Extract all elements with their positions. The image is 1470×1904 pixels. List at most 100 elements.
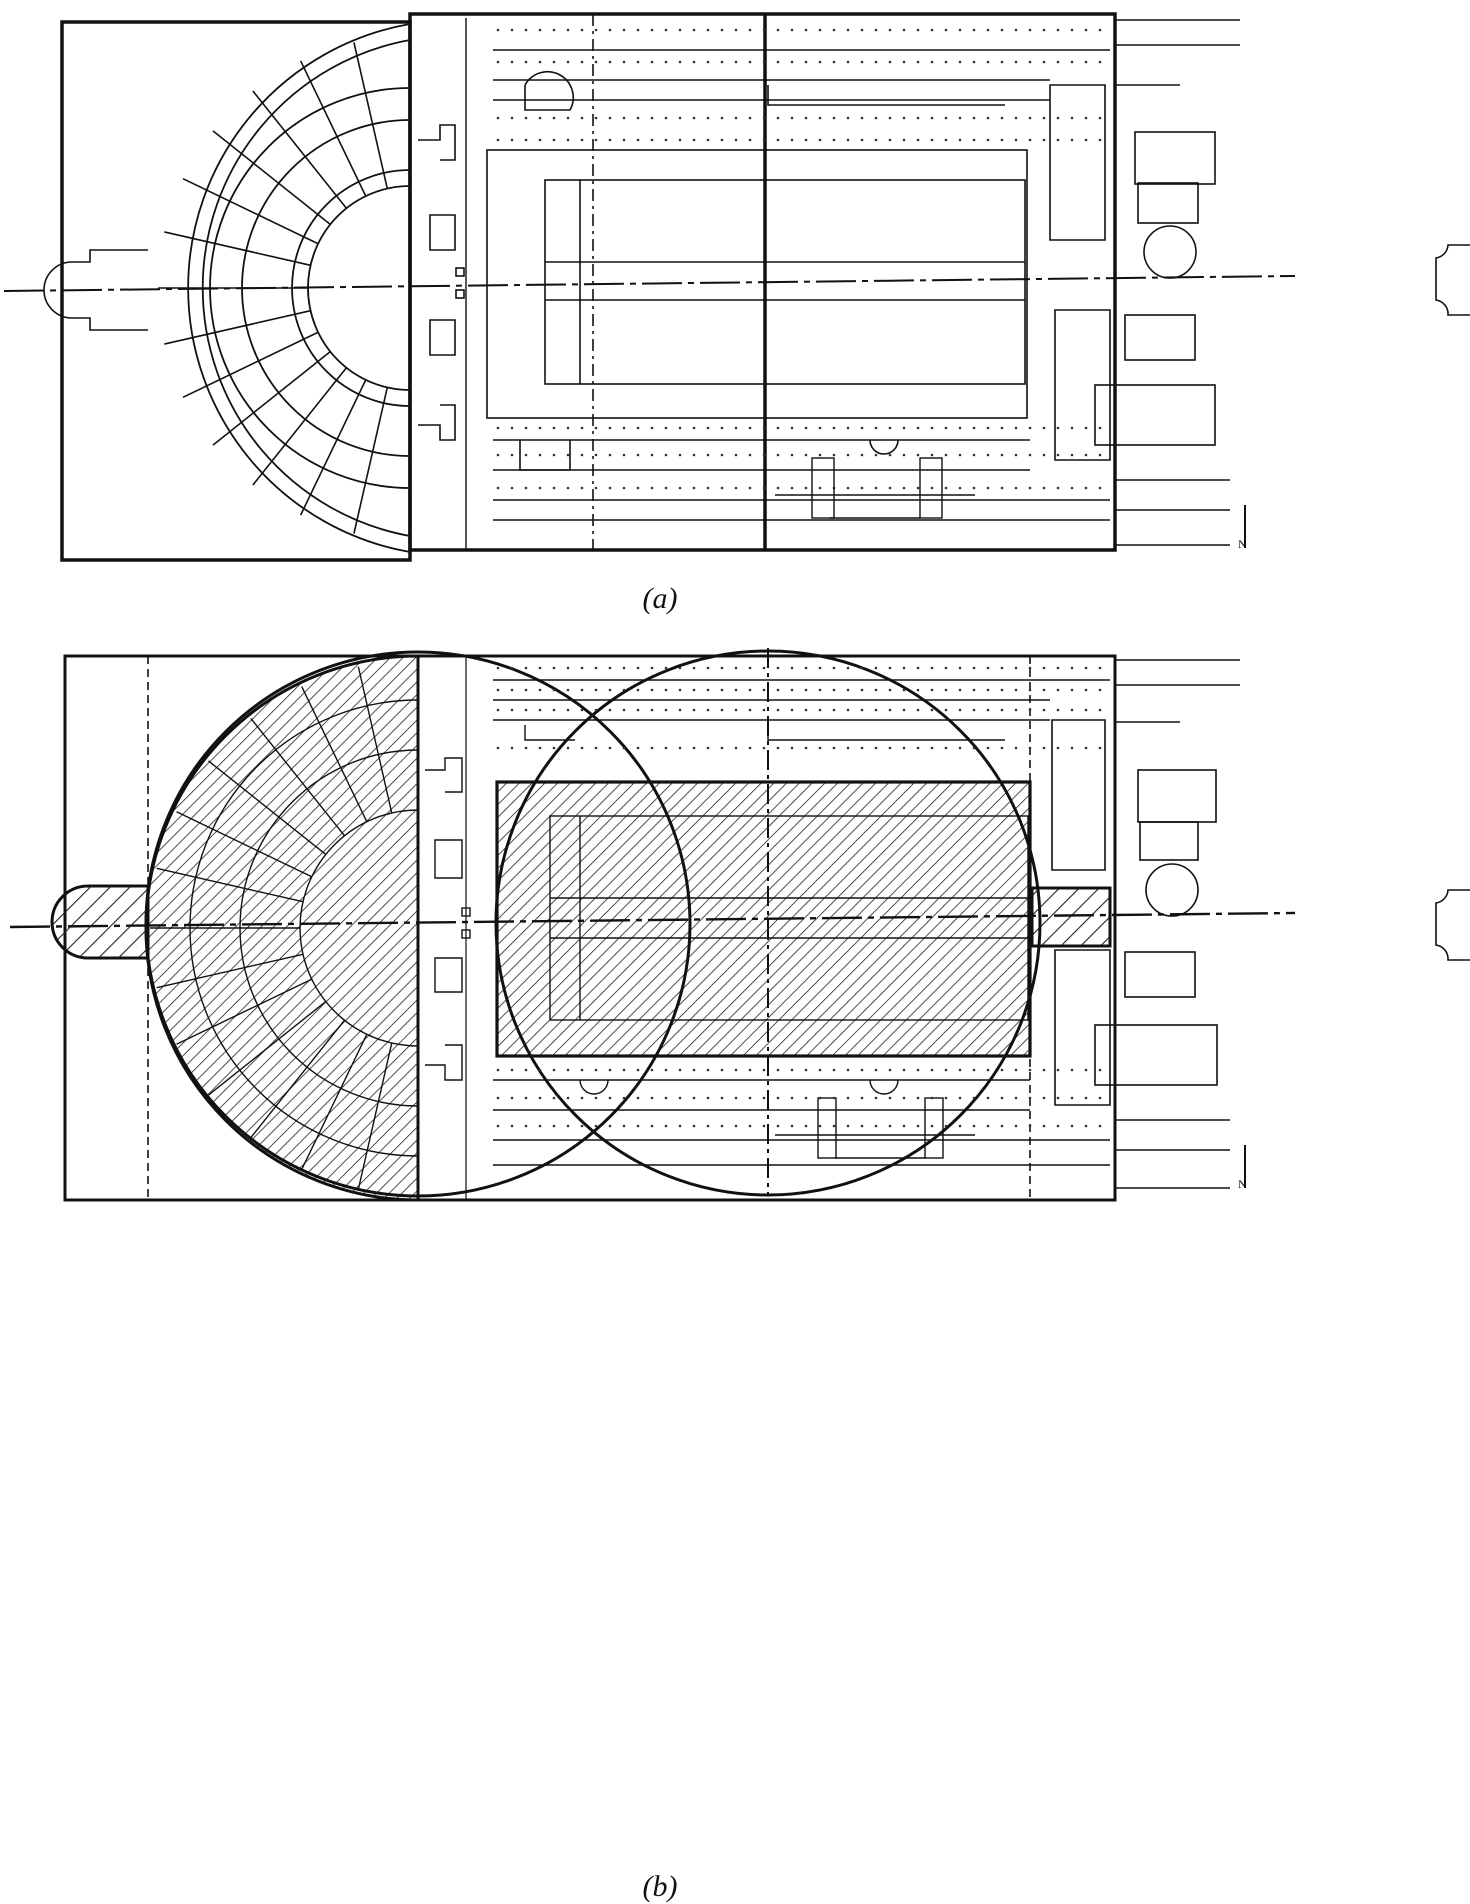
colonnade-dot: [748, 666, 752, 670]
colonnade-dot: [1028, 486, 1032, 490]
colonnade-dot: [650, 28, 654, 32]
colonnade-dot: [1000, 746, 1004, 750]
colonnade-dot: [804, 138, 808, 142]
colonnade-dot: [1098, 1068, 1102, 1072]
colonnade-dot: [776, 28, 780, 32]
colonnade-dot: [636, 708, 640, 712]
colonnade-dot: [1028, 116, 1032, 120]
colonnade-dot: [1000, 138, 1004, 142]
colonnade-dot: [538, 1096, 542, 1100]
colonnade-dot: [972, 426, 976, 430]
colonnade-dot: [664, 1068, 668, 1072]
colonnade-dot: [832, 60, 836, 64]
colonnade-dot: [1042, 708, 1046, 712]
colonnade-dot: [1028, 453, 1032, 457]
colonnade-dot: [860, 28, 864, 32]
colonnade-dot: [944, 1124, 948, 1128]
colonnade-dot: [832, 746, 836, 750]
colonnade-dot: [1014, 688, 1018, 692]
colonnade-dot: [832, 453, 836, 457]
colonnade-dot: [804, 60, 808, 64]
colonnade-dot: [1070, 666, 1074, 670]
colonnade-dot: [510, 708, 514, 712]
colonnade-dot: [832, 708, 836, 712]
colonnade-dot: [580, 426, 584, 430]
colonnade-dot: [944, 138, 948, 142]
colonnade-dot: [678, 666, 682, 670]
colonnade-dot: [888, 1068, 892, 1072]
colonnade-dot: [1042, 1068, 1046, 1072]
colonnade-dot: [902, 666, 906, 670]
colonnade-dot: [510, 426, 514, 430]
colonnade-dot: [664, 486, 668, 490]
colonnade-dot: [1084, 666, 1088, 670]
colonnade-dot: [762, 28, 766, 32]
colonnade-dot: [664, 1124, 668, 1128]
colonnade-dot: [1042, 1096, 1046, 1100]
colonnade-dot: [608, 486, 612, 490]
colonnade-dot: [692, 28, 696, 32]
colonnade-dot: [664, 746, 668, 750]
colonnade-dot: [818, 486, 822, 490]
colonnade-dot: [846, 60, 850, 64]
colonnade-dot: [1084, 138, 1088, 142]
colonnade-dot: [594, 486, 598, 490]
colonnade-dot: [1084, 60, 1088, 64]
colonnade-dot: [720, 486, 724, 490]
hemicycle-rib: [301, 1034, 368, 1170]
colonnade-dot: [972, 746, 976, 750]
colonnade-dot: [538, 60, 542, 64]
colonnade-dot: [762, 486, 766, 490]
colonnade-dot: [594, 138, 598, 142]
colonnade-dot: [888, 453, 892, 457]
colonnade-dot: [916, 1068, 920, 1072]
colonnade-dot: [958, 688, 962, 692]
colonnade-dot: [566, 486, 570, 490]
colonnade-dot: [566, 708, 570, 712]
colonnade-dot: [608, 116, 612, 120]
colonnade-dot: [664, 666, 668, 670]
colonnade-dot: [762, 688, 766, 692]
central-axis: [3, 275, 1296, 292]
colonnade-dot: [538, 116, 542, 120]
circle-east: [494, 649, 1042, 1197]
colonnade-dot: [510, 666, 514, 670]
colonnade-dot: [832, 1068, 836, 1072]
colonnade-dot: [538, 1068, 542, 1072]
colonnade-dot: [790, 138, 794, 142]
colonnade-dot: [832, 28, 836, 32]
colonnade-dot: [566, 688, 570, 692]
colonnade-dot: [678, 486, 682, 490]
caption-a: (a): [642, 582, 678, 615]
colonnade-dot: [664, 1096, 668, 1100]
colonnade-dot: [734, 688, 738, 692]
colonnade-dot: [650, 426, 654, 430]
colonnade-dot: [776, 1068, 780, 1072]
colonnade-dot: [944, 426, 948, 430]
hemicycle-rib: [353, 387, 389, 534]
colonnade-dot: [930, 1124, 934, 1128]
colonnade-dot: [594, 688, 598, 692]
colonnade-dot: [552, 1096, 556, 1100]
colonnade-dot: [692, 746, 696, 750]
colonnade-dot: [790, 1124, 794, 1128]
colonnade-dot: [734, 1124, 738, 1128]
colonnade-dot: [762, 1124, 766, 1128]
colonnade-dot: [1000, 1068, 1004, 1072]
basilica-a: [486, 49, 1110, 521]
colonnade-dot: [552, 116, 556, 120]
colonnade-dot: [748, 28, 752, 32]
colonnade-dot: [1098, 746, 1102, 750]
colonnade-dot: [566, 426, 570, 430]
colonnade-dot: [790, 60, 794, 64]
colonnade-dot: [664, 708, 668, 712]
colonnade-dot: [1000, 116, 1004, 120]
colonnade-dot: [734, 28, 738, 32]
colonnade-dot: [636, 116, 640, 120]
colonnade-dot: [1098, 1096, 1102, 1100]
colonnade-dot: [650, 60, 654, 64]
colonnade-dot: [972, 1124, 976, 1128]
colonnade-dot: [1056, 688, 1060, 692]
colonnade-dot: [566, 116, 570, 120]
colonnade-dot: [1084, 746, 1088, 750]
